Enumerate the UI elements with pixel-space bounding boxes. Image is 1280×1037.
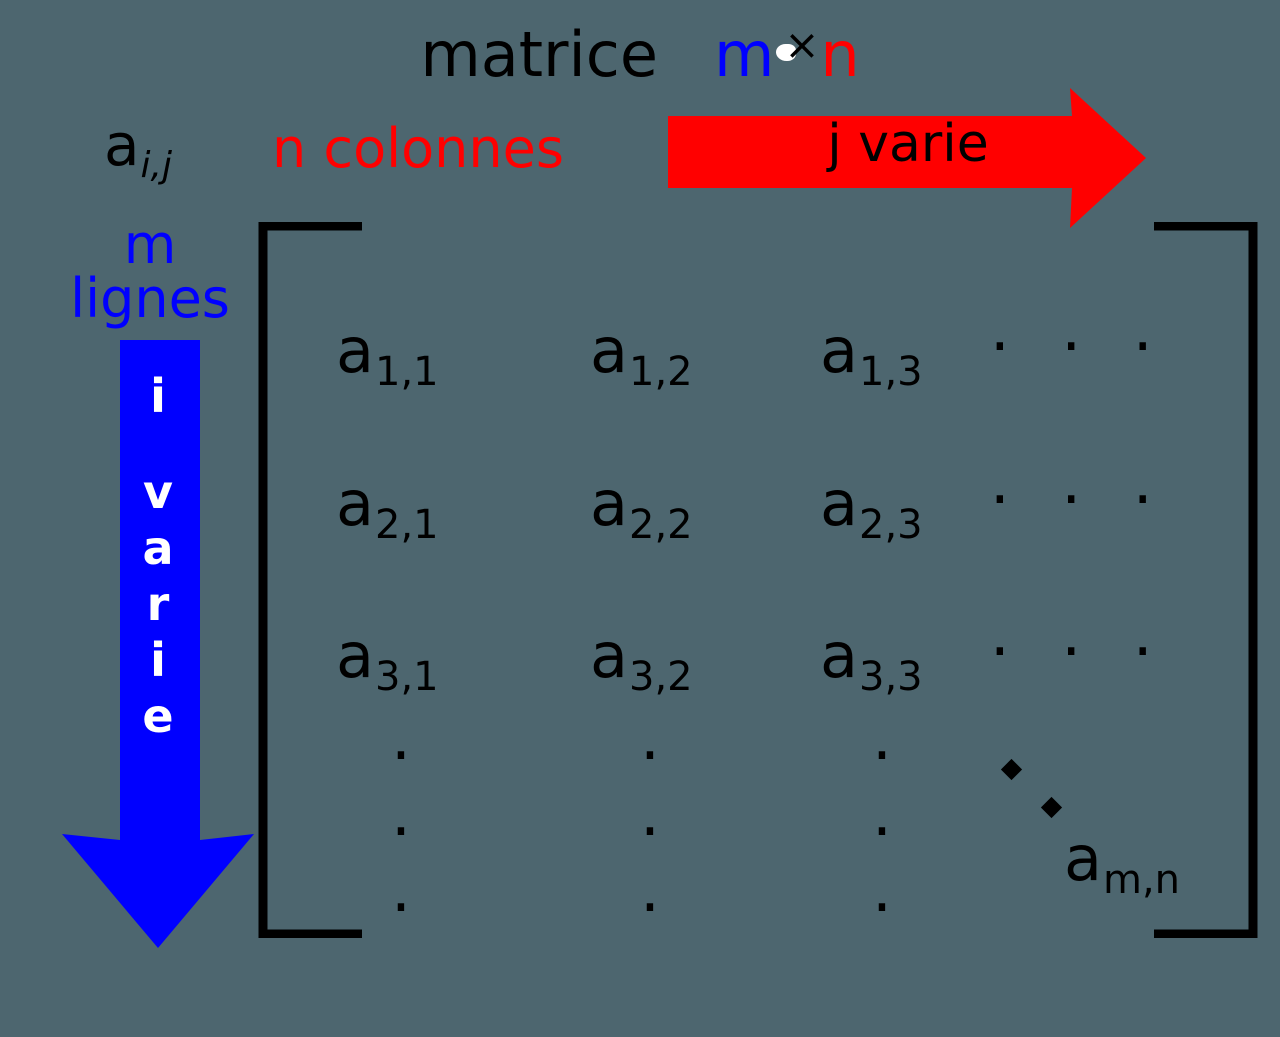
matrix-cell: a2,1 — [336, 473, 439, 546]
left-square-bracket-icon — [258, 222, 362, 938]
down-arrow-icon — [62, 340, 254, 948]
last-matrix-cell: am,n — [1064, 828, 1180, 901]
generic-entry-label: ai,j — [104, 116, 172, 184]
cell-subscript: 2,1 — [375, 502, 439, 548]
cell-subscript: 1,3 — [859, 349, 923, 395]
cell-subscript: 3,3 — [859, 654, 923, 700]
j-varies-arrow: j varie — [668, 86, 1148, 230]
matrix-cell: a1,3 — [820, 320, 923, 393]
rows-label-line1: m — [123, 213, 177, 276]
right-arrow-icon — [668, 88, 1146, 228]
vdot: · — [640, 871, 660, 944]
rows-label-line2: lignes — [70, 267, 230, 330]
cell-base: a — [590, 467, 628, 540]
row-ellipsis: · · · — [990, 310, 1169, 383]
cell-base: a — [336, 467, 374, 540]
row-ellipsis: · · · — [990, 615, 1169, 688]
matrix-cell: a1,2 — [590, 320, 693, 393]
row-ellipsis: · · · — [990, 463, 1169, 536]
generic-entry-subscript: i,j — [140, 145, 172, 186]
multiplication-icon: × — [784, 20, 820, 69]
title-rows-symbol: m — [713, 18, 775, 91]
matrix-cell: a1,1 — [336, 320, 439, 393]
i-varies-char: i — [150, 633, 166, 687]
matrix-cell: a3,2 — [590, 625, 693, 698]
title-word: matrice — [420, 18, 658, 91]
i-varies-arrow: i v a r i e — [58, 340, 258, 950]
rows-label: m lignes — [50, 218, 250, 326]
right-square-bracket-icon — [1154, 222, 1258, 938]
vdot: · — [640, 719, 660, 792]
columns-label: n colonnes — [272, 117, 564, 180]
vdot: · — [640, 795, 660, 868]
i-varies-char: a — [142, 521, 174, 575]
matrix-cell: a3,3 — [820, 625, 923, 698]
cell-base: a — [590, 314, 628, 387]
cell-subscript: 3,2 — [629, 654, 693, 700]
column-ellipsis: · · · — [862, 718, 902, 946]
cell-base: a — [820, 467, 858, 540]
cell-base: a — [336, 619, 374, 692]
vdot: · — [872, 795, 892, 868]
title-times-wrap: × — [774, 14, 820, 76]
matrix-right-bracket — [1150, 222, 1258, 938]
cell-subscript: 2,3 — [859, 502, 923, 548]
title-cols-symbol: n — [820, 18, 860, 91]
j-varies-label: j varie — [827, 114, 989, 174]
cell-base: a — [820, 314, 858, 387]
i-varies-char: r — [146, 577, 170, 631]
white-blob-artifact — [776, 44, 797, 61]
vdot: · — [872, 871, 892, 944]
vdot: · — [391, 719, 411, 792]
matrix-cell: a3,1 — [336, 625, 439, 698]
cell-subscript: 3,1 — [375, 654, 439, 700]
cell-base: a — [1064, 822, 1102, 895]
cell-base: a — [590, 619, 628, 692]
matrix-cell: a2,2 — [590, 473, 693, 546]
i-varies-spacer — [58, 424, 258, 464]
i-varies-char: v — [143, 465, 173, 519]
column-ellipsis: · · · — [630, 718, 670, 946]
cell-subscript: m,n — [1103, 857, 1181, 903]
cell-subscript: 1,1 — [375, 349, 439, 395]
cell-subscript: 1,2 — [629, 349, 693, 395]
diagonal-dot — [1040, 796, 1063, 819]
cell-base: a — [336, 314, 374, 387]
i-varies-char: i — [150, 369, 166, 423]
cell-subscript: 2,2 — [629, 502, 693, 548]
vdot: · — [391, 871, 411, 944]
generic-entry-base: a — [104, 111, 140, 179]
column-ellipsis: · · · — [381, 718, 421, 946]
vdot: · — [872, 719, 892, 792]
cell-base: a — [820, 619, 858, 692]
diagonal-dot — [1000, 758, 1023, 781]
matrix-cell: a2,3 — [820, 473, 923, 546]
matrix-left-bracket — [258, 222, 366, 938]
i-varies-label: i v a r i e — [58, 368, 258, 744]
vdot: · — [391, 795, 411, 868]
i-varies-char: e — [142, 689, 174, 743]
